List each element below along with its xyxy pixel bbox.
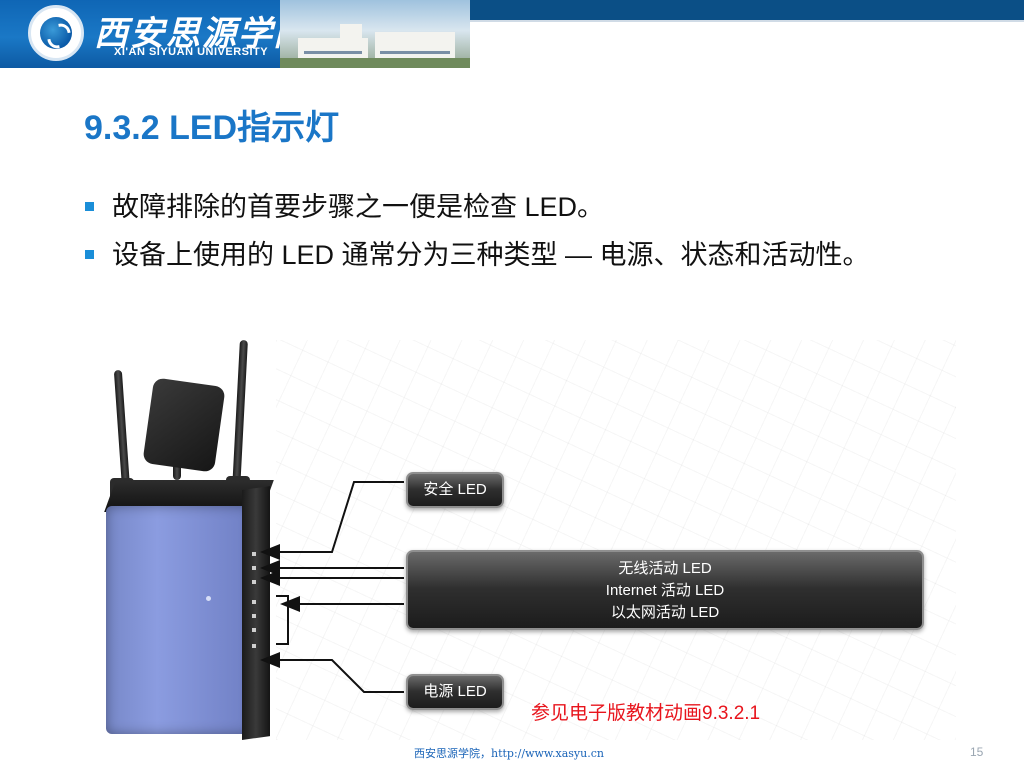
activity-led-callout: 无线活动 LED Internet 活动 LED 以太网活动 LED xyxy=(406,550,924,630)
header-rule xyxy=(470,20,1024,22)
pointer-arrows xyxy=(260,481,404,693)
bullet-text: 设备上使用的 LED 通常分为三种类型 — 电源、状态和活动性。 xyxy=(112,240,870,270)
bullet-item: 设备上使用的 LED 通常分为三种类型 — 电源、状态和活动性。 xyxy=(84,236,944,274)
slide-title: 9.3.2 LED指示灯 xyxy=(84,109,340,147)
ethernet-activity-label: 以太网活动 LED xyxy=(610,604,720,621)
logo-chinese-name: 西安思源学院 xyxy=(94,14,310,54)
university-seal-logo xyxy=(28,5,84,61)
router-front-dot xyxy=(206,596,211,601)
footer-text: 西安思源学院，http://www.xasyu.cn xyxy=(414,747,604,760)
page-number: 15 xyxy=(970,745,984,759)
header-band xyxy=(470,0,1024,20)
bullet-text: 故障排除的首要步骤之一便是检查 LED。 xyxy=(112,192,605,222)
router-front-panel xyxy=(106,506,252,734)
bullet-item: 故障排除的首要步骤之一便是检查 LED。 xyxy=(84,188,944,226)
led-indicator-strip xyxy=(252,552,256,652)
internet-activity-label: Internet 活动 LED xyxy=(605,582,725,599)
bullet-list: 故障排除的首要步骤之一便是检查 LED。 设备上使用的 LED 通常分为三种类型… xyxy=(84,188,944,284)
bullet-square-icon xyxy=(85,250,94,259)
router-led-diagram: 安全 LED 无线活动 LED Internet 活动 LED 以太网活动 LE… xyxy=(96,300,956,740)
bullet-square-icon xyxy=(85,202,94,211)
animation-reference-note: 参见电子版教材动画9.3.2.1 xyxy=(531,703,761,724)
power-led-callout: 电源 LED xyxy=(406,674,504,710)
floor-grid xyxy=(276,340,956,740)
header-banner: 西安思源学院 XI'AN SIYUAN UNIVERSITY xyxy=(0,0,470,68)
campus-photo xyxy=(280,0,470,68)
logo-english-name: XI'AN SIYUAN UNIVERSITY xyxy=(114,46,269,58)
security-led-callout: 安全 LED xyxy=(406,472,504,508)
wireless-activity-label: 无线活动 LED xyxy=(618,560,712,577)
